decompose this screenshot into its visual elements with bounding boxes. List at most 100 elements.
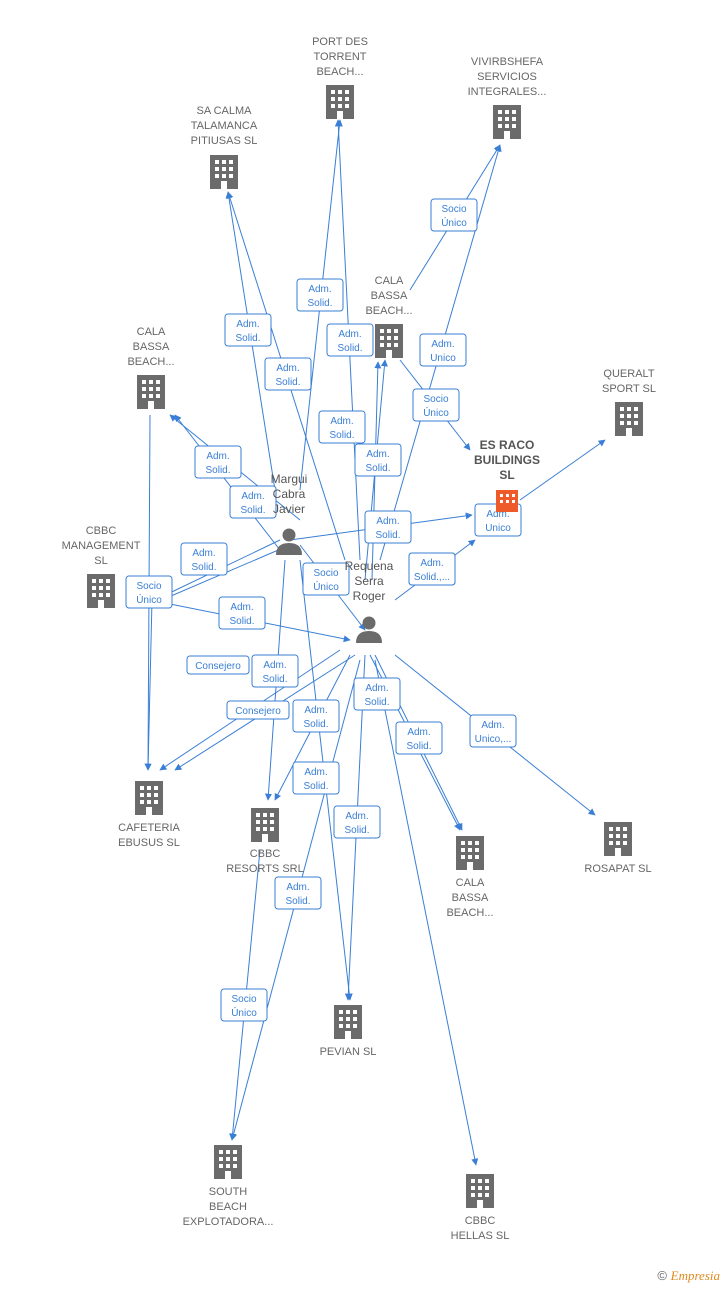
- company-node-port[interactable]: PORT DES TORRENT BEACH...: [312, 36, 368, 119]
- edge-label[interactable]: Adm. Solid.: [218, 596, 266, 630]
- company-label: BEACH: [209, 1201, 247, 1213]
- company-node-calabassa2[interactable]: CALABASSABEACH...: [127, 326, 175, 409]
- edge-label-text: Adm.: [263, 660, 286, 671]
- building-icon: [375, 324, 403, 358]
- company-label: BUILDINGS: [474, 453, 540, 467]
- edge-label-text: Unico: [485, 523, 511, 534]
- company-node-pevian[interactable]: PEVIAN SL: [320, 1005, 377, 1058]
- edge-label[interactable]: Adm.Solid.: [251, 654, 299, 688]
- edge-label-text: Socio: [136, 581, 161, 592]
- company-label: SPORT SL: [602, 383, 656, 395]
- person-icon: [276, 528, 302, 555]
- edge-label-text: Solid.: [229, 616, 254, 627]
- edge-label[interactable]: Adm.Solid.: [194, 445, 242, 479]
- edge-label[interactable]: Adm.Solid.,...: [408, 552, 456, 586]
- edge-label-text: Adm.: [481, 720, 504, 731]
- edge-label-text: Adm.: [308, 284, 331, 295]
- company-label: BASSA: [452, 892, 489, 904]
- edge-label[interactable]: Adm.Solid.: [333, 805, 381, 839]
- edge-label[interactable]: Adm.Solid.: [353, 677, 401, 711]
- building-icon: [466, 1174, 494, 1208]
- company-label: PEVIAN SL: [320, 1046, 377, 1058]
- edge-label-text: Adm.: [241, 491, 264, 502]
- edge-label[interactable]: Adm.Solid.: [229, 485, 277, 519]
- edge-label[interactable]: Adm.Solid.: [264, 357, 312, 391]
- edge-label-text: Consejero: [195, 661, 241, 672]
- edge-label[interactable]: Adm. Solid.: [292, 761, 340, 795]
- edge-label[interactable]: Adm. Solid.: [296, 278, 344, 312]
- company-label: INTEGRALES...: [468, 86, 547, 98]
- edge-label[interactable]: Adm. Solid.: [318, 410, 366, 444]
- edge-label-text: Solid.: [329, 430, 354, 441]
- copyright-icon: ©: [657, 1268, 668, 1283]
- company-label: VIVIRBSHEFA: [471, 56, 544, 68]
- company-label: PITIUSAS SL: [191, 135, 258, 147]
- edge-label[interactable]: Adm.Solid.: [224, 313, 272, 347]
- company-label: BEACH...: [316, 66, 363, 78]
- edge-label-text: Adm.: [376, 516, 399, 527]
- edge-label-text: Socio: [423, 394, 448, 405]
- company-label: TORRENT: [314, 51, 367, 63]
- company-node-calabassa1[interactable]: CALABASSABEACH...: [365, 275, 413, 358]
- person-label: Requena: [345, 559, 394, 573]
- edge-label-text: Solid.: [307, 298, 332, 309]
- person-label: Cabra: [273, 487, 306, 501]
- company-label: SL: [94, 555, 107, 567]
- edge-label[interactable]: Adm.Unico: [419, 333, 467, 367]
- building-icon: [251, 808, 279, 842]
- company-node-southbeach[interactable]: SOUTHBEACHEXPLOTADORA...: [183, 1145, 274, 1228]
- edge-label-text: Solid.: [365, 463, 390, 474]
- edge-label-text: Único: [441, 216, 467, 229]
- edge-label-text: Adm.: [304, 767, 327, 778]
- company-label: MANAGEMENT: [62, 540, 141, 552]
- edge-label[interactable]: Consejero: [186, 655, 250, 675]
- edge-label-text: Solid.: [303, 719, 328, 730]
- building-icon: [137, 375, 165, 409]
- edge-label-text: Solid.: [344, 825, 369, 836]
- edge-label[interactable]: Adm.Solid.: [180, 542, 228, 576]
- building-icon: [456, 836, 484, 870]
- edge-label-text: Unico: [430, 353, 456, 364]
- edge-label[interactable]: Adm. Unico,...: [469, 714, 517, 748]
- nodes-layer: PORT DES TORRENT BEACH... VIVIRBSHEFASERVIC…: [62, 36, 656, 1242]
- company-label: BASSA: [371, 290, 408, 302]
- edge-label[interactable]: Adm.Solid.: [364, 510, 412, 544]
- edge-label[interactable]: Adm.Solid.: [354, 443, 402, 477]
- edge-label-text: Unico,...: [475, 734, 512, 745]
- edge-label-text: Solid.: [235, 333, 260, 344]
- brand-logo[interactable]: Empresia: [670, 1268, 720, 1283]
- company-node-rosapat[interactable]: ROSAPAT SL: [584, 822, 652, 875]
- edge-label[interactable]: Adm.Solid.: [395, 721, 443, 755]
- edge-label[interactable]: Adm.Solid.: [326, 323, 374, 357]
- company-label: PORT DES: [312, 36, 368, 48]
- edge-label[interactable]: Adm.Solid.: [292, 699, 340, 733]
- company-node-calabassa3[interactable]: CALABASSABEACH...: [446, 836, 494, 919]
- edge-label[interactable]: Adm.Solid.: [274, 876, 322, 910]
- edge-label-text: Adm.: [286, 882, 309, 893]
- building-icon: [615, 402, 643, 436]
- edge-label-text: Adm.: [486, 509, 509, 520]
- edge-label-text: Adm.: [230, 602, 253, 613]
- edge-label[interactable]: Consejero: [226, 700, 290, 720]
- company-label: CBBC: [465, 1215, 496, 1227]
- company-node-vivir[interactable]: VIVIRBSHEFASERVICIOSINTEGRALES...: [468, 56, 547, 139]
- edge-label-text: Solid.: [303, 781, 328, 792]
- edge-label-text: Solid.,...: [414, 572, 450, 583]
- person-label: Serra: [354, 574, 384, 588]
- edge-label-text: Adm.: [330, 416, 353, 427]
- company-label: RESORTS SRL: [226, 863, 303, 875]
